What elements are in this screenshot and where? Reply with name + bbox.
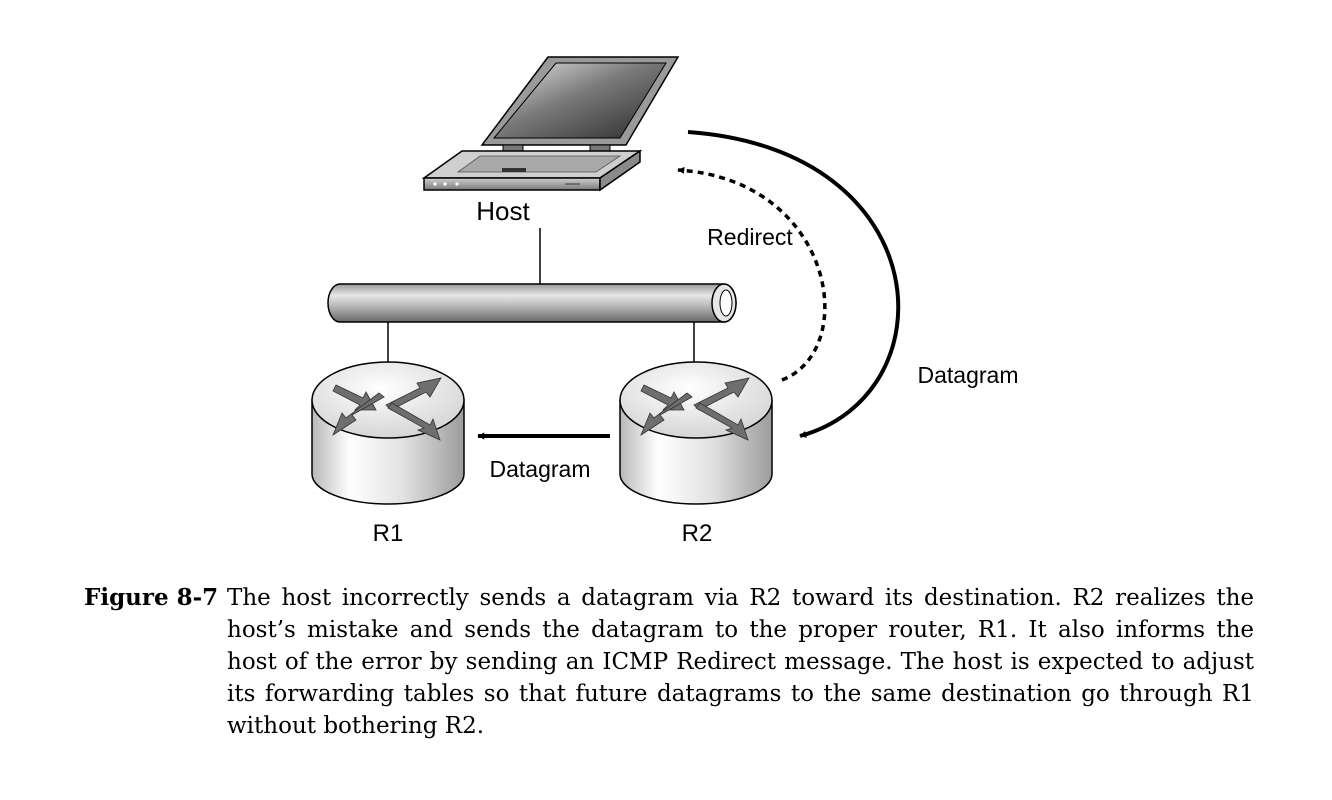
network-bus xyxy=(327,283,737,323)
r1-label: R1 xyxy=(373,520,404,547)
network-diagram: Host R1 R2 Redirect Datagram Datagram xyxy=(311,56,1019,547)
datagram-label-host-to-r2: Datagram xyxy=(918,362,1019,388)
figure-number: Figure 8-7 xyxy=(84,584,219,611)
redirect-arrow-r2-to-host xyxy=(677,166,827,382)
host-label: Host xyxy=(476,196,530,226)
datagram-label-r2-to-r1: Datagram xyxy=(490,456,591,482)
figure-caption: Figure 8-7 The host incorrectly sends a … xyxy=(84,582,1254,742)
router-r2-icon xyxy=(619,361,773,505)
router-r1-icon xyxy=(311,361,465,505)
r2-label: R2 xyxy=(682,520,713,547)
datagram-arrow-host-to-r2 xyxy=(687,130,901,438)
laptop-icon xyxy=(421,56,680,192)
caption-text: The host incorrectly sends a datagram vi… xyxy=(227,585,1254,739)
redirect-label: Redirect xyxy=(707,224,793,250)
